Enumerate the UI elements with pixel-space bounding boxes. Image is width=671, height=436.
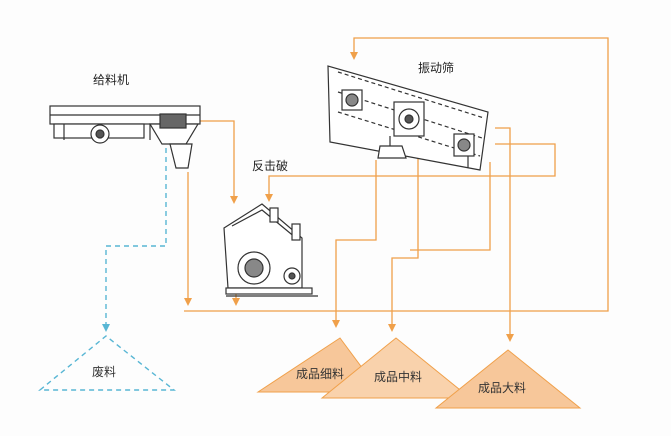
vibrating-screen-machine: [327, 65, 489, 171]
impact-crusher-label: 反击破: [252, 158, 288, 173]
material-flow-lines: [184, 37, 609, 342]
fine-product-label: 成品细料: [296, 367, 344, 381]
vibrating-screen-label: 振动筛: [418, 60, 454, 75]
feeder-machine: [49, 105, 201, 169]
waste-flow-line: [102, 148, 167, 332]
waste-pile: [38, 335, 177, 391]
waste-label: 废料: [92, 364, 116, 379]
coarse-product-label: 成品大料: [478, 381, 526, 395]
coarse-product-pile: [434, 349, 582, 409]
impact-crusher-machine: [223, 203, 318, 297]
feeder-label: 给料机: [93, 73, 129, 87]
medium-product-pile: [320, 337, 472, 399]
medium-product-label: 成品中料: [374, 369, 422, 384]
